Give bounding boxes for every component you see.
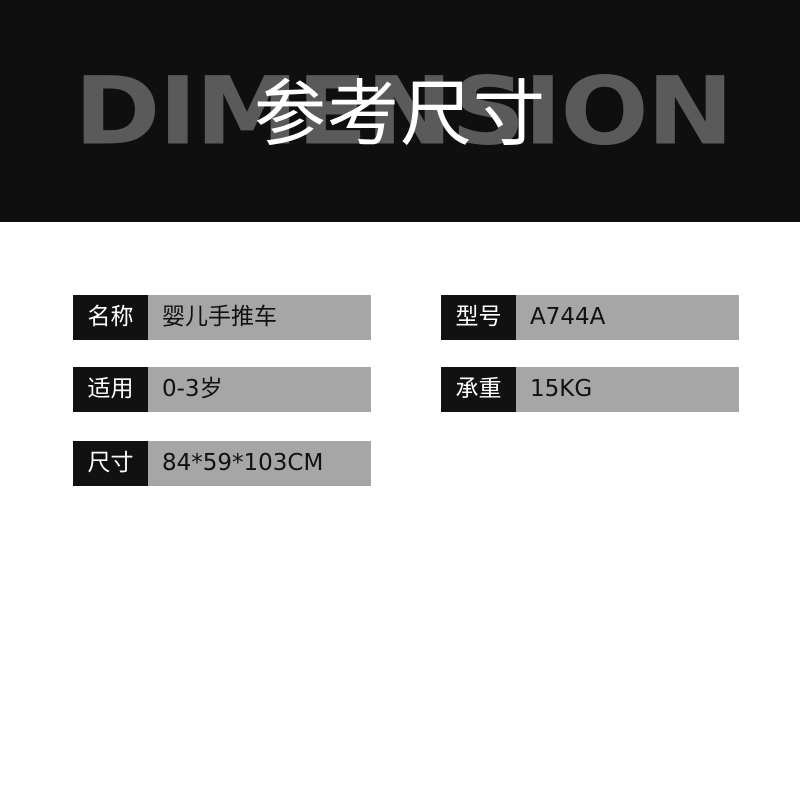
header-banner: DIMENSION 参考尺寸 <box>0 0 800 222</box>
spec-label: 型号 <box>441 295 516 340</box>
spec-size: 尺寸 84*59*103CM <box>73 441 371 486</box>
spec-value: A744A <box>516 295 739 340</box>
spec-value: 84*59*103CM <box>148 441 371 486</box>
dimension-watermark: DIMENSION <box>74 56 734 166</box>
spec-label: 承重 <box>441 367 516 412</box>
spec-age: 适用 0-3岁 <box>73 367 371 412</box>
spec-load: 承重 15KG <box>441 367 739 412</box>
page-title: 参考尺寸 <box>253 72 546 156</box>
spec-value: 0-3岁 <box>148 367 371 412</box>
spec-model: 型号 A744A <box>441 295 739 340</box>
spec-value: 婴儿手推车 <box>148 295 371 340</box>
spec-label: 名称 <box>73 295 148 340</box>
spec-value: 15KG <box>516 367 739 412</box>
spec-label: 适用 <box>73 367 148 412</box>
spec-label: 尺寸 <box>73 441 148 486</box>
spec-name: 名称 婴儿手推车 <box>73 295 371 340</box>
